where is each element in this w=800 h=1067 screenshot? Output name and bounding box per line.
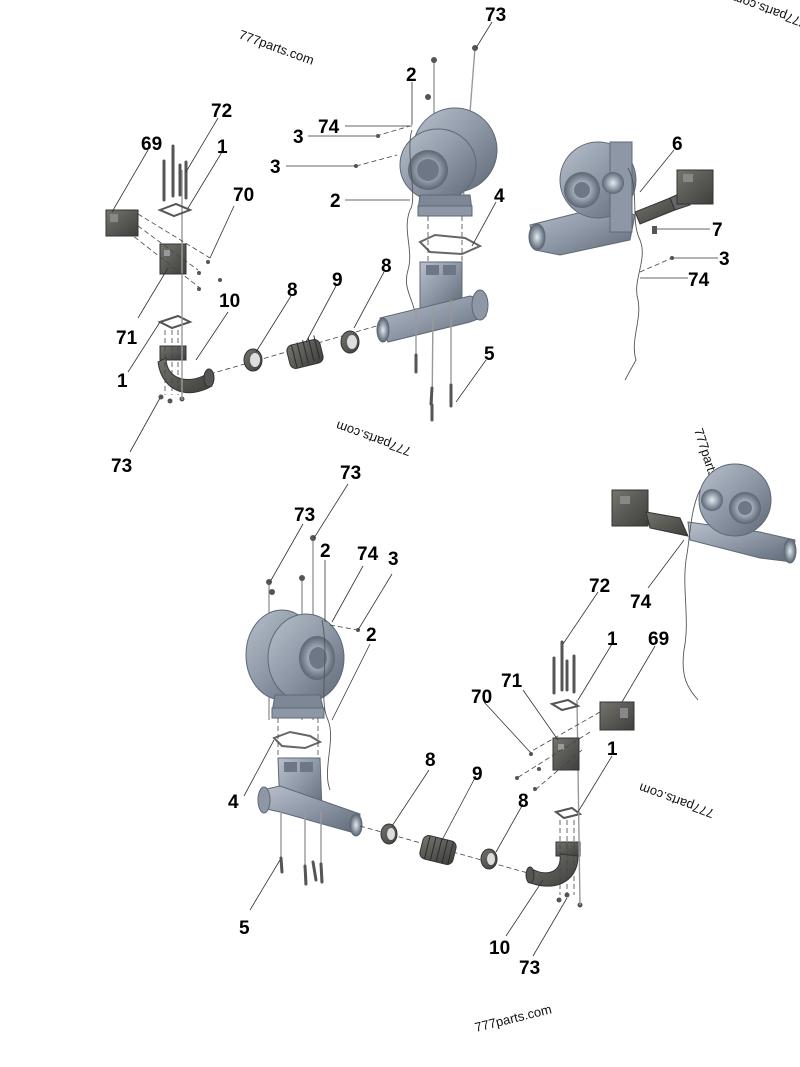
leader-dashed xyxy=(375,125,411,137)
bottom-inset-assembled-view: 74 xyxy=(611,463,797,701)
callout-10: 10 xyxy=(219,291,240,312)
bolt xyxy=(429,386,434,406)
top-inset-assembled-view: 6 7 3 74 xyxy=(528,134,730,381)
bellows-assembled xyxy=(645,511,689,537)
callout-8: 8 xyxy=(425,750,436,771)
callout-8: 8 xyxy=(381,256,392,277)
actuator xyxy=(105,209,139,237)
bellows-pipe xyxy=(419,835,457,865)
watermark-right-upside-down: 777parts.com xyxy=(637,780,716,821)
sensor-wire xyxy=(321,619,332,791)
watermark-bottom: 777parts.com xyxy=(473,1001,553,1035)
callout-72: 72 xyxy=(211,101,232,122)
callout-73: 73 xyxy=(111,456,132,477)
nut-icon xyxy=(431,57,437,63)
callout-4: 4 xyxy=(228,792,239,813)
bellows-pipe xyxy=(286,335,324,369)
gasket xyxy=(418,233,483,256)
actuator-assembled xyxy=(611,489,649,527)
callout-5: 5 xyxy=(484,344,495,365)
callout-73: 73 xyxy=(485,5,506,26)
v-band-clamp xyxy=(243,348,263,372)
callout-3: 3 xyxy=(388,549,399,570)
watermark-corner-partial: 777parts.com xyxy=(730,0,800,31)
callout-70: 70 xyxy=(471,687,492,708)
exhaust-manifold xyxy=(376,261,489,343)
callout-4: 4 xyxy=(494,186,505,207)
callout-70: 70 xyxy=(233,185,254,206)
callout-74: 74 xyxy=(357,544,379,565)
bolt xyxy=(311,860,318,882)
gasket xyxy=(157,314,193,330)
callout-2: 2 xyxy=(320,541,331,562)
nut-icon xyxy=(425,94,431,100)
callout-2: 2 xyxy=(330,191,341,212)
turbocharger xyxy=(399,107,498,217)
callout-71: 71 xyxy=(116,328,138,349)
bolt xyxy=(279,856,284,874)
callout-5: 5 xyxy=(239,918,250,939)
sensor-wire xyxy=(406,129,417,321)
valve-housing xyxy=(552,737,580,771)
callout-74: 74 xyxy=(630,592,652,613)
gasket xyxy=(553,806,583,820)
v-band-clamp xyxy=(340,330,360,354)
callout-1: 1 xyxy=(607,629,618,650)
actuator xyxy=(599,701,635,731)
callout-73: 73 xyxy=(294,505,315,526)
watermark-top-upside-down: 777parts.com xyxy=(334,418,413,459)
callout-73: 73 xyxy=(340,463,361,484)
callout-2: 2 xyxy=(406,65,417,86)
callout-1: 1 xyxy=(117,371,128,392)
callout-69: 69 xyxy=(141,134,162,155)
v-band-clamp xyxy=(380,823,398,845)
callout-6: 6 xyxy=(672,134,683,155)
bolt xyxy=(303,864,308,886)
gasket xyxy=(272,730,323,750)
elbow-pipe xyxy=(157,345,215,394)
v-band-clamp xyxy=(480,848,498,870)
callout-1: 1 xyxy=(217,137,228,158)
callout-73: 73 xyxy=(519,958,540,979)
callout-2: 2 xyxy=(366,625,377,646)
callout-74: 74 xyxy=(318,117,340,138)
callout-8: 8 xyxy=(518,791,529,812)
callout-3: 3 xyxy=(270,157,281,178)
callout-74: 74 xyxy=(688,270,710,291)
sensor-wire xyxy=(682,489,701,701)
callout-71: 71 xyxy=(501,671,523,692)
callout-3: 3 xyxy=(293,127,304,148)
callout-9: 9 xyxy=(472,764,483,785)
callout-69: 69 xyxy=(648,629,669,650)
callout-3: 3 xyxy=(719,249,730,270)
gasket xyxy=(157,202,193,218)
leader-dashed xyxy=(355,154,398,167)
elbow-pipe xyxy=(525,841,581,887)
callout-8: 8 xyxy=(287,280,298,301)
turbo-assembled xyxy=(687,463,797,564)
watermark-top: 777parts.com xyxy=(237,27,316,68)
callout-10: 10 xyxy=(489,938,510,959)
turbo-assembled xyxy=(528,141,637,256)
exhaust-manifold xyxy=(257,757,363,837)
callout-72: 72 xyxy=(589,576,610,597)
gasket xyxy=(549,698,581,712)
bolt xyxy=(319,862,324,884)
sensor-wire xyxy=(624,167,643,381)
bolt-icon xyxy=(376,134,380,138)
turbocharger xyxy=(245,609,345,719)
callout-9: 9 xyxy=(332,270,343,291)
callout-1: 1 xyxy=(607,739,618,760)
top-main-view: 73 2 74 3 3 2 4 72 69 1 70 71 1 10 8 9 8… xyxy=(105,5,506,477)
bottom-main-view: 73 73 2 74 3 2 4 5 8 9 8 72 1 69 71 70 1… xyxy=(228,463,669,979)
sensor-plug xyxy=(652,226,657,234)
actuator-assembled xyxy=(676,169,714,205)
callout-7: 7 xyxy=(712,220,723,241)
